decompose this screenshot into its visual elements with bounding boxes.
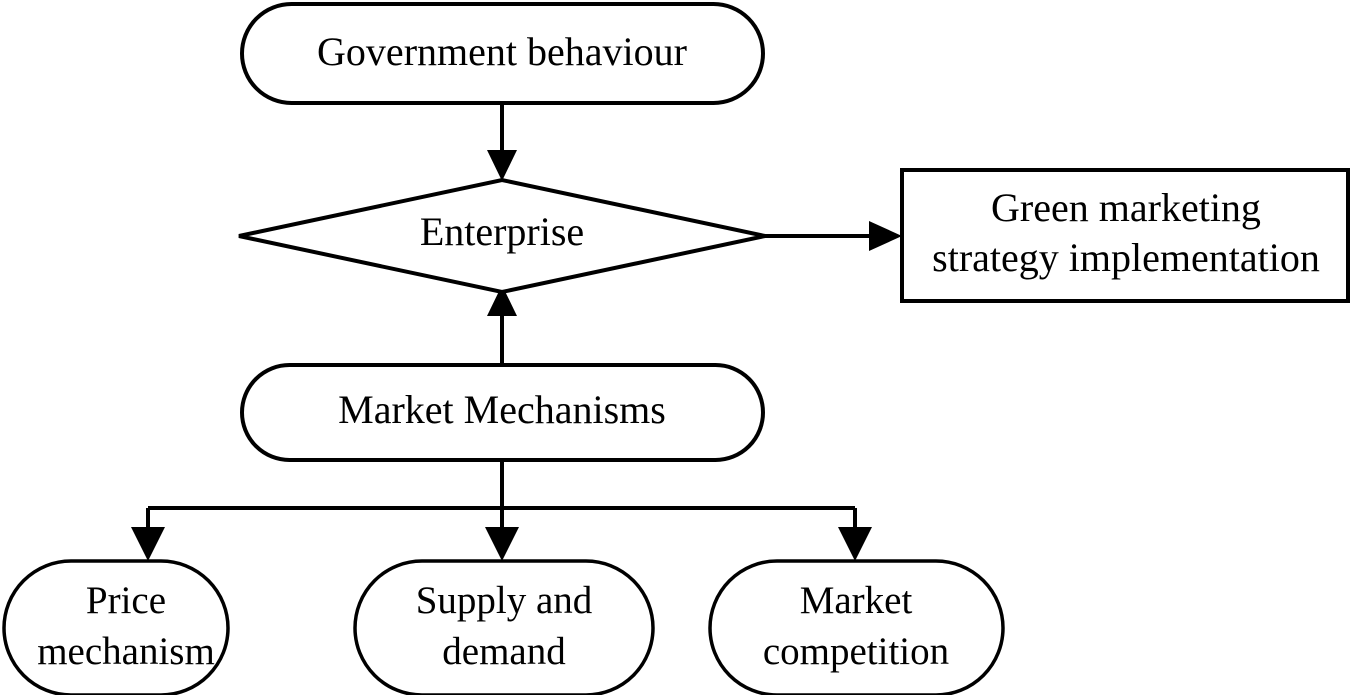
node-enterprise-label: Enterprise bbox=[420, 209, 584, 254]
node-price-mechanism-label-line1: Price bbox=[86, 579, 166, 622]
node-price-mechanism-label-line2: mechanism bbox=[37, 630, 215, 673]
node-market-mechanisms-label: Market Mechanisms bbox=[338, 387, 666, 432]
node-government-behaviour-label: Government behaviour bbox=[317, 29, 687, 74]
node-supply-and-demand-label-line2: demand bbox=[442, 630, 566, 673]
edge-government-to-enterprise bbox=[487, 103, 517, 181]
node-market-competition-label-line1: Market bbox=[800, 579, 913, 622]
node-market-competition[interactable]: Market competition bbox=[708, 559, 1005, 695]
node-market-mechanisms[interactable]: Market Mechanisms bbox=[240, 363, 765, 462]
edge-enterprise-to-strategy bbox=[757, 221, 902, 251]
node-market-competition-label-line2: competition bbox=[763, 630, 949, 673]
node-green-marketing-strategy[interactable]: Green marketing strategy implementation bbox=[900, 168, 1350, 303]
node-government-behaviour[interactable]: Government behaviour bbox=[240, 2, 765, 105]
node-supply-and-demand-label-line1: Supply and bbox=[416, 579, 593, 622]
node-green-marketing-strategy-label-line2: strategy implementation bbox=[932, 235, 1320, 280]
node-supply-and-demand[interactable]: Supply and demand bbox=[353, 559, 655, 695]
node-enterprise[interactable]: Enterprise bbox=[238, 177, 766, 295]
edge-market-to-enterprise bbox=[487, 285, 517, 365]
edge-market-to-subnodes bbox=[131, 460, 872, 561]
node-green-marketing-strategy-label-line1: Green marketing bbox=[991, 185, 1261, 230]
node-price-mechanism[interactable]: Price mechanism bbox=[2, 559, 230, 695]
